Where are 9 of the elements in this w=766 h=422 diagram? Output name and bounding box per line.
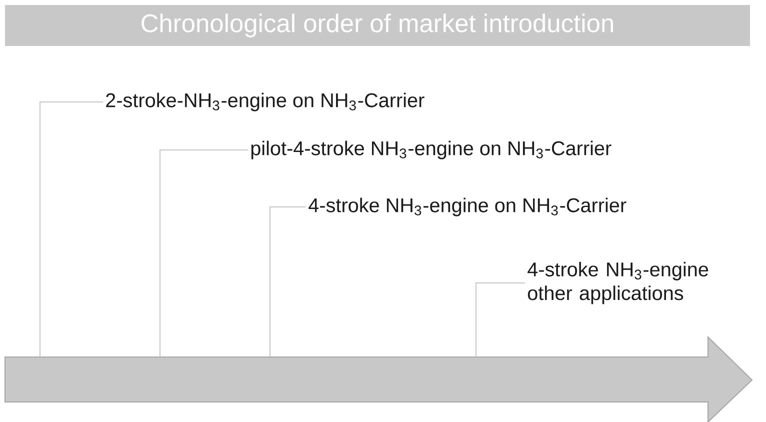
- leader-line: [270, 206, 306, 358]
- timeline-arrow: [4, 336, 753, 422]
- milestone-label: 4-stroke NH$_{3}$-engine on NH$_{3}$-Carrier: [308, 198, 626, 216]
- milestone-label: 4-stroke NH$_{3}$-engine other applications: [528, 262, 708, 304]
- leader-line: [40, 102, 104, 358]
- milestone-label: 2-stroke-NH$_{3}$-engine on NH$_{3}$-Carrier: [106, 92, 424, 112]
- leader-line: [160, 150, 248, 358]
- leader-line: [476, 282, 526, 358]
- milestone-label: pilot-4-stroke NH$_{3}$-engine on NH$_{3}$-Carrier: [251, 140, 612, 160]
